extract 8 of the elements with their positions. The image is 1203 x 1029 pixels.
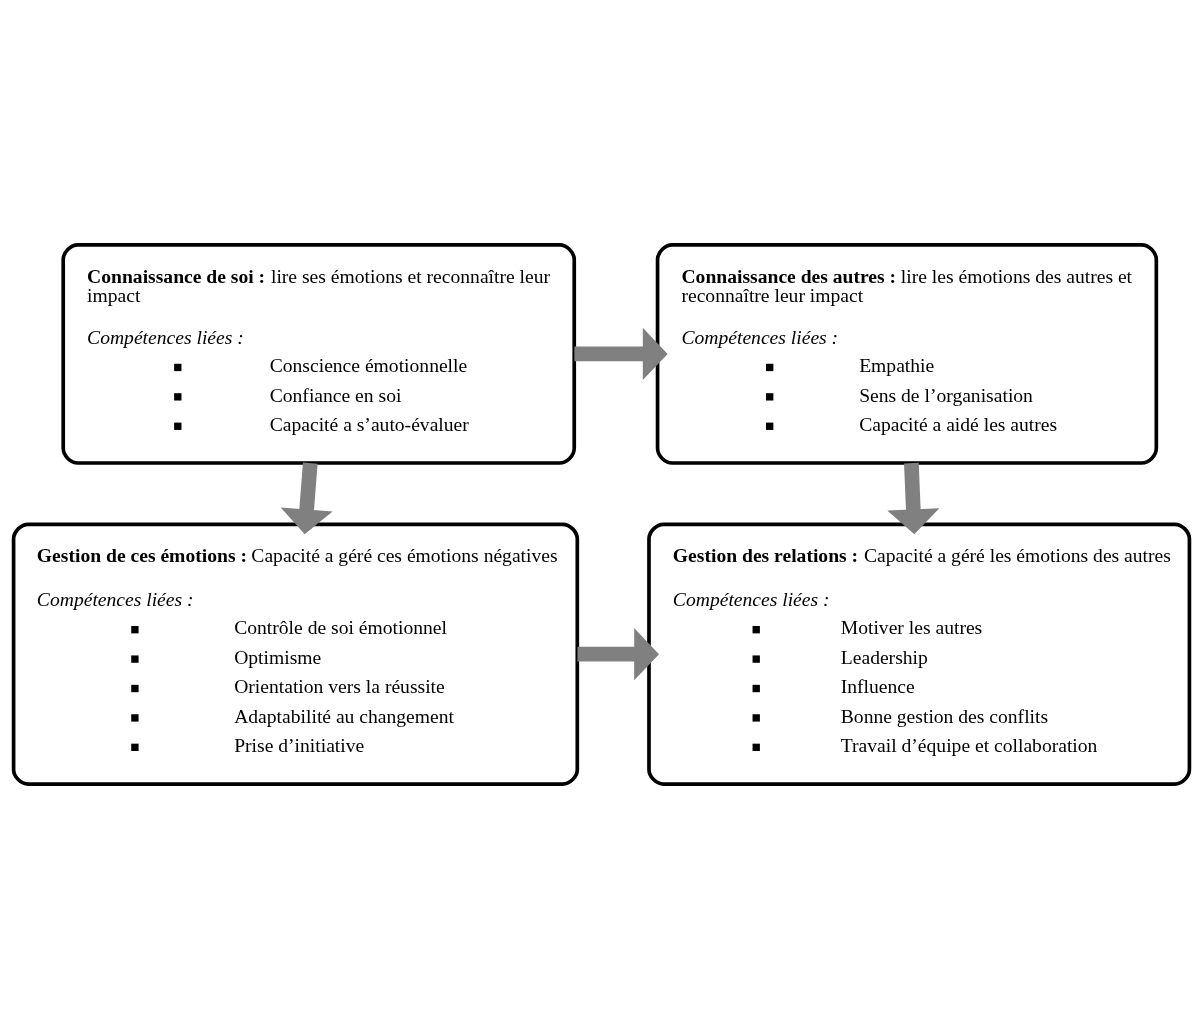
arrow	[577, 628, 660, 681]
arrow	[574, 327, 668, 381]
node-box: Gestion des relations : Capacité a géré les émotions des autres Compétences liées : Motiver les autres Leadership Influence Bonne gestion des conflits Travail d’équipe et collaboration	[647, 522, 1192, 786]
node-box: Gestion de ces émotions : Capacité a géré ces émotions négatives Compétences liées : Contrôle de soi émotionnel Optimisme Orientation vers la réussite Adaptabilité au changement Prise d’initiative	[11, 522, 580, 786]
node-box: Connaissance de soi : lire ses émotions et reconnaître leur impact Compétences liées : Conscience émotionnelle Confiance en soi Capacité a s’auto-évaluer	[61, 243, 577, 465]
arrow	[887, 462, 940, 535]
arrow	[280, 462, 333, 535]
node-box: Connaissance des autres : lire les émotions des autres et reconnaître leur impact Compétences liées : Empathie Sens de l’organisation Capacité a aidé les autres	[655, 243, 1159, 465]
